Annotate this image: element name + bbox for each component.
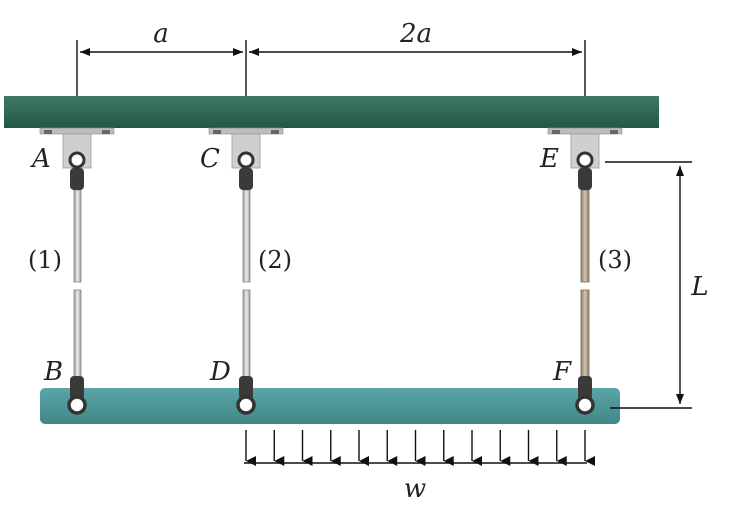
dimension-2a-label: 2a: [399, 19, 432, 49]
rod-3: [580, 189, 590, 383]
ceiling-support: [4, 96, 659, 128]
rod-3-label: (3): [598, 246, 632, 274]
bracket-A: [39, 127, 115, 190]
rod-1-label: (1): [28, 246, 62, 274]
pin-D: [236, 376, 256, 415]
point-F-label: F: [552, 357, 572, 387]
rod-2: [242, 189, 251, 383]
point-B-label: B: [43, 357, 63, 387]
bracket-C: [208, 127, 284, 190]
point-C-label: C: [200, 144, 220, 174]
bracket-E: [547, 127, 623, 190]
rigid-beam: [40, 388, 620, 424]
pin-B: [67, 376, 87, 415]
dimension-a-label: a: [153, 19, 169, 49]
distributed-load: [244, 430, 595, 466]
point-D-label: D: [209, 357, 231, 387]
dimension-L-label: L: [690, 272, 708, 302]
point-E-label: E: [539, 144, 559, 174]
dimension-2a: 2a: [249, 19, 586, 150]
rod-2-label: (2): [258, 246, 292, 274]
pin-F: [575, 376, 595, 415]
load-w-label: w: [404, 474, 426, 504]
rod-1: [73, 189, 82, 383]
point-A-label: A: [30, 144, 51, 174]
dimension-L: L: [605, 161, 709, 409]
